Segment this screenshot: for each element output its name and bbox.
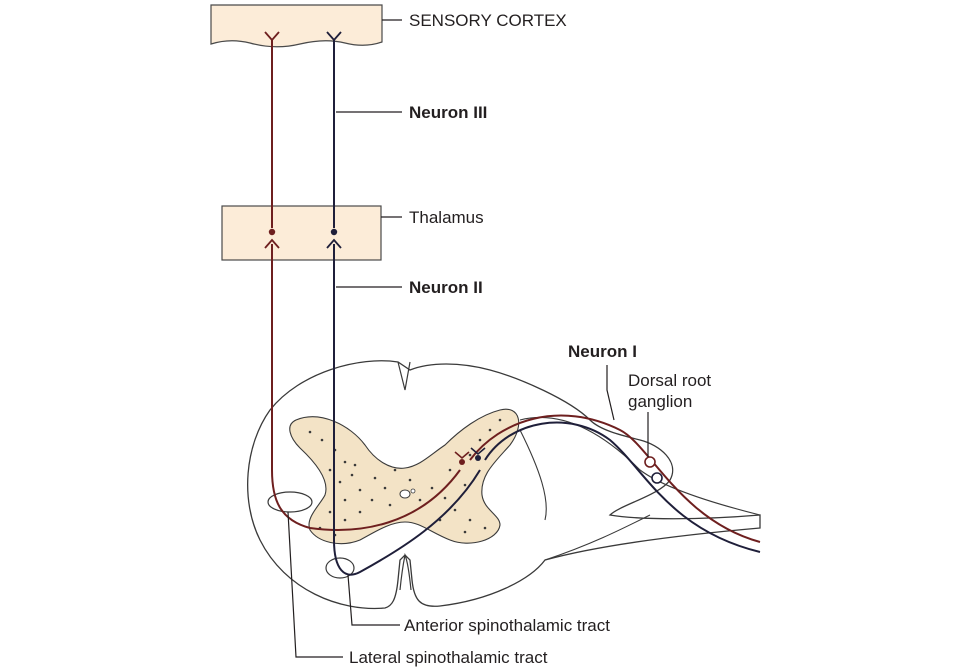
lateral-tract-ellipse [267,491,313,513]
gray-matter-stipple [308,418,502,537]
lateral-pathway [271,40,761,543]
label-anterior-tract: Anterior spinothalamic tract [404,616,610,635]
leader-lines [287,19,649,658]
label-neuron-3: Neuron III [409,103,487,122]
ventral-notch [519,429,547,521]
spinal-cord-outline [247,360,761,610]
dorsal-horn-synapses [454,447,486,465]
label-neuron-1: Neuron I [568,342,637,361]
label-thalamus: Thalamus [409,208,484,227]
label-lateral-tract: Lateral spinothalamic tract [349,648,548,667]
ganglion-cells [644,456,663,484]
anterior-pathway [333,40,761,576]
label-sensory-cortex: SENSORY CORTEX [409,11,567,30]
anterior-median-fissure [399,552,412,591]
sensory-cortex-box [210,4,383,48]
thalamus-box [221,205,382,261]
cortex-synapses [264,31,280,42]
label-drg-line1: Dorsal root [628,371,711,390]
anterior-tract-ellipse [325,557,355,579]
cortex-synapse-2 [326,31,342,42]
canal-dot [410,488,416,494]
posterior-median-septum [397,361,411,391]
label-neuron-2: Neuron II [409,278,483,297]
dorsal-root-upper [519,416,761,516]
thalamus-synapses [264,228,342,249]
label-drg-line2: ganglion [628,392,692,411]
gray-matter [289,408,520,545]
central-canal [399,489,411,499]
dorsal-root-lower [544,514,651,561]
